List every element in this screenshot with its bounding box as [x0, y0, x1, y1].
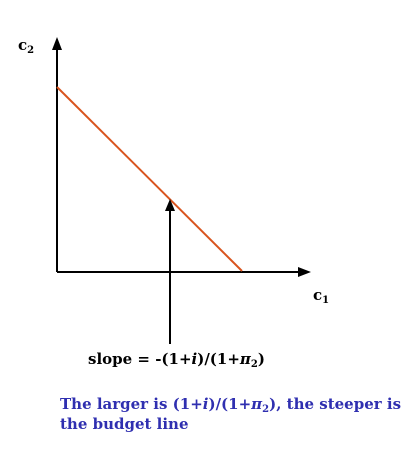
slope-pointer-arrowhead: [165, 199, 175, 211]
budget-line: [56, 86, 243, 272]
x-axis-arrowhead: [298, 267, 311, 277]
slope-annotation: slope = -(1+i)/(1+π2): [88, 350, 265, 370]
y-axis-label: c2: [18, 36, 35, 56]
caption-text: The larger is (1+i)/(1+π2), the steeper …: [60, 395, 402, 433]
y-axis-arrowhead: [52, 37, 62, 50]
x-axis-label: c1: [313, 286, 330, 306]
